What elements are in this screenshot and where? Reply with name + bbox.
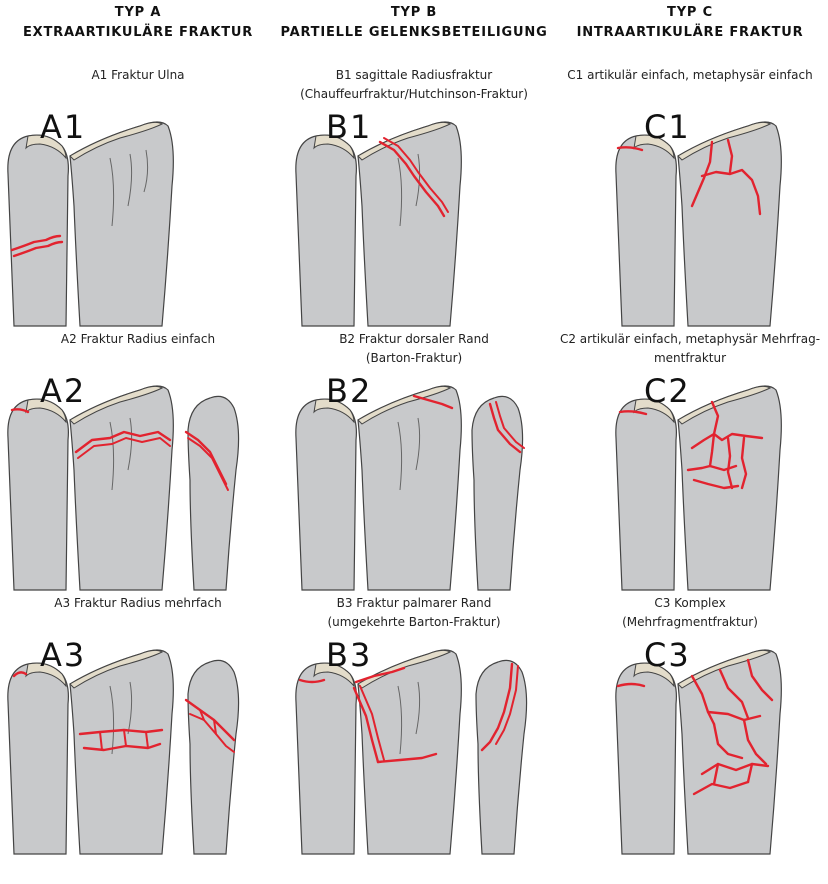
panel-b2: B2 Fraktur dorsaler Rand (Barton-Fraktur… bbox=[276, 330, 552, 612]
panel-code: C3 bbox=[644, 636, 691, 674]
panel-caption: A2 Fraktur Radius einfach bbox=[60, 332, 216, 346]
panel-caption: C1 artikulär einfach, metaphysär einfach bbox=[567, 68, 813, 82]
type-label: TYP C bbox=[667, 5, 713, 20]
panel-code: B1 bbox=[326, 108, 372, 146]
bone-illustration-a3: A3 bbox=[7, 636, 240, 855]
type-title: EXTRAARTIKULÄRE FRAKTUR bbox=[22, 25, 254, 40]
bone-illustration-c3: C3 bbox=[615, 636, 782, 855]
panel-code: B2 bbox=[326, 372, 372, 410]
panel-b1: B1 sagittale Radiusfraktur (Chauffeurfra… bbox=[276, 66, 552, 348]
bone-illustration-b1: B1 bbox=[295, 108, 462, 327]
panel-code: C2 bbox=[644, 372, 691, 410]
panel-c1: C1 artikulär einfach, metaphysär einfach… bbox=[552, 66, 828, 348]
panel-code: C1 bbox=[644, 108, 691, 146]
panel-a3: A3 Fraktur Radius mehrfach A3 bbox=[0, 594, 276, 876]
panel-caption: B3 Fraktur palmarer Rand (umgekehrte Bar… bbox=[327, 596, 501, 629]
column-header-typ-b: TYP B PARTIELLE GELENKSBETEILIGUNG bbox=[276, 3, 552, 43]
panel-caption: C3 Komplex (Mehrfragmentfraktur) bbox=[622, 596, 758, 629]
bone-illustration-b3: B3 bbox=[295, 636, 528, 855]
bone-illustration-a1: A1 bbox=[7, 108, 174, 327]
bone-illustration-a2: A2 bbox=[7, 372, 240, 591]
column-header-typ-c: TYP C INTRAARTIKULÄRE FRAKTUR bbox=[552, 3, 828, 43]
bone-illustration-c2: C2 bbox=[615, 372, 782, 591]
panel-b3: B3 Fraktur palmarer Rand (umgekehrte Bar… bbox=[276, 594, 552, 876]
column-header-typ-a: TYP A EXTRAARTIKULÄRE FRAKTUR bbox=[0, 3, 276, 43]
panel-a1: A1 Fraktur Ulna A1 bbox=[0, 66, 276, 348]
bone-illustration-b2: B2 bbox=[295, 372, 525, 591]
panel-caption: A1 Fraktur Ulna bbox=[91, 68, 185, 82]
panel-caption: B2 Fraktur dorsaler Rand (Barton-Fraktur… bbox=[339, 332, 489, 365]
panel-code: A2 bbox=[40, 372, 86, 410]
panel-code: A3 bbox=[40, 636, 86, 674]
bone-illustration-c1: C1 bbox=[615, 108, 782, 327]
type-label: TYP A bbox=[114, 5, 162, 20]
type-label: TYP B bbox=[390, 5, 438, 20]
type-title: INTRAARTIKULÄRE FRAKTUR bbox=[576, 25, 804, 40]
panel-code: A1 bbox=[40, 108, 86, 146]
type-title: PARTIELLE GELENKSBETEILIGUNG bbox=[280, 25, 548, 40]
panel-c3: C3 Komplex (Mehrfragmentfraktur) C3 bbox=[552, 594, 828, 876]
panel-code: B3 bbox=[326, 636, 372, 674]
panel-caption: C2 artikulär einfach, metaphysär Mehrfra… bbox=[559, 332, 821, 365]
panel-caption: A3 Fraktur Radius mehrfach bbox=[54, 596, 222, 610]
panel-caption: B1 sagittale Radiusfraktur (Chauffeurfra… bbox=[300, 68, 528, 101]
panel-a2: A2 Fraktur Radius einfach A2 bbox=[0, 330, 276, 612]
panel-c2: C2 artikulär einfach, metaphysär Mehrfra… bbox=[552, 330, 828, 612]
